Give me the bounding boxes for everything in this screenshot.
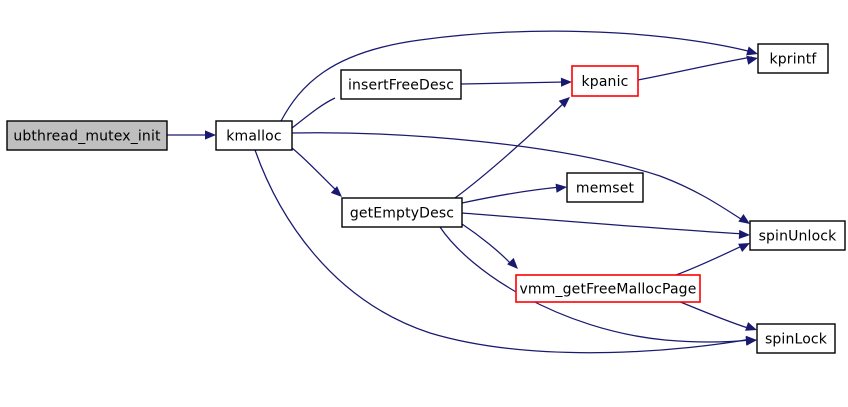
node-box-memset[interactable] bbox=[566, 172, 644, 203]
arrowhead-ubthread_mutex_init->kmalloc bbox=[205, 130, 216, 140]
arrowhead-vmm_getFreeMallocPage->spinLock bbox=[745, 322, 757, 331]
arrowhead-getEmptyDesc->memset bbox=[555, 183, 567, 193]
node-box-ubthread_mutex_init[interactable] bbox=[6, 120, 168, 151]
node-box-kpanic[interactable] bbox=[571, 65, 639, 97]
arrowhead-kmalloc->spinUnlock bbox=[738, 214, 750, 224]
arrowhead-getEmptyDesc->spinLock bbox=[745, 335, 757, 345]
node-label-spinUnlock: spinUnlock bbox=[759, 229, 838, 245]
node-label-ubthread_mutex_init: ubthread_mutex_init bbox=[13, 129, 161, 145]
node-label-getEmptyDesc: getEmptyDesc bbox=[350, 206, 454, 222]
edge-getEmptyDesc-to-spinUnlock bbox=[461, 212, 745, 235]
node-box-getEmptyDesc[interactable] bbox=[341, 197, 463, 228]
node-box-spinLock[interactable] bbox=[756, 323, 836, 354]
node-label-spinLock: spinLock bbox=[765, 332, 828, 348]
edge-vmm_getFreeMallocPage-to-spinUnlock bbox=[675, 244, 745, 276]
node-spinUnlock[interactable]: spinUnlock bbox=[749, 220, 846, 251]
node-insertFreeDesc[interactable]: insertFreeDesc bbox=[340, 69, 462, 100]
node-box-kmalloc[interactable] bbox=[215, 120, 293, 151]
node-label-memset: memset bbox=[576, 181, 635, 197]
arrowhead-kmalloc->kprintf bbox=[746, 46, 758, 56]
edge-getEmptyDesc-to-spinLock bbox=[439, 226, 752, 343]
arrowhead-vmm_getFreeMallocPage->spinUnlock bbox=[738, 243, 750, 252]
node-box-insertFreeDesc[interactable] bbox=[340, 69, 462, 100]
node-label-kpanic: kpanic bbox=[582, 74, 629, 90]
node-spinLock[interactable]: spinLock bbox=[756, 323, 836, 354]
node-memset[interactable]: memset bbox=[566, 172, 644, 203]
node-label-kmalloc: kmalloc bbox=[226, 129, 281, 145]
arrowhead-getEmptyDesc->spinUnlock bbox=[738, 229, 750, 240]
edge-kmalloc-to-getEmptyDesc bbox=[291, 147, 338, 192]
arrowhead-getEmptyDesc->kpanic bbox=[558, 97, 570, 108]
edge-kmalloc-to-spinUnlock bbox=[291, 132, 745, 222]
node-kprintf[interactable]: kprintf bbox=[757, 43, 829, 74]
arrowhead-kmalloc->getEmptyDesc bbox=[330, 186, 342, 197]
arrowhead-kpanic->kprintf bbox=[746, 55, 758, 65]
node-getEmptyDesc[interactable]: getEmptyDesc bbox=[341, 197, 463, 228]
arrowhead-getEmptyDesc->vmm_getFreeMallocPage bbox=[507, 257, 518, 269]
arrowhead-insertFreeDesc->kpanic bbox=[560, 77, 572, 87]
node-kmalloc[interactable]: kmalloc bbox=[215, 120, 293, 151]
node-box-spinUnlock[interactable] bbox=[749, 220, 846, 251]
edges-layer bbox=[167, 30, 753, 354]
edge-kmalloc-to-kprintf bbox=[280, 30, 753, 122]
node-box-vmm_getFreeMallocPage[interactable] bbox=[515, 274, 701, 303]
node-label-kprintf: kprintf bbox=[770, 52, 818, 68]
edge-kmalloc-to-spinLock bbox=[254, 149, 752, 354]
node-box-kprintf[interactable] bbox=[757, 43, 829, 74]
node-label-vmm_getFreeMallocPage: vmm_getFreeMallocPage bbox=[519, 282, 696, 298]
edge-vmm_getFreeMallocPage-to-spinLock bbox=[677, 300, 749, 329]
node-label-insertFreeDesc: insertFreeDesc bbox=[348, 78, 454, 94]
edge-kmalloc-to-insertFreeDesc bbox=[291, 97, 336, 129]
edge-kpanic-to-kprintf bbox=[637, 56, 753, 81]
edge-insertFreeDesc-to-kpanic bbox=[460, 81, 566, 85]
nodes-layer: ubthread_mutex_init kmalloc insertFreeDesc… bbox=[6, 43, 846, 354]
edge-getEmptyDesc-to-vmm_getFreeMallocPage bbox=[461, 223, 513, 266]
node-kpanic[interactable]: kpanic bbox=[571, 65, 639, 97]
node-vmm_getFreeMallocPage[interactable]: vmm_getFreeMallocPage bbox=[515, 274, 701, 303]
node-ubthread_mutex_init[interactable]: ubthread_mutex_init bbox=[6, 120, 168, 151]
edge-getEmptyDesc-to-kpanic bbox=[454, 100, 567, 199]
edge-getEmptyDesc-to-memset bbox=[461, 186, 562, 204]
